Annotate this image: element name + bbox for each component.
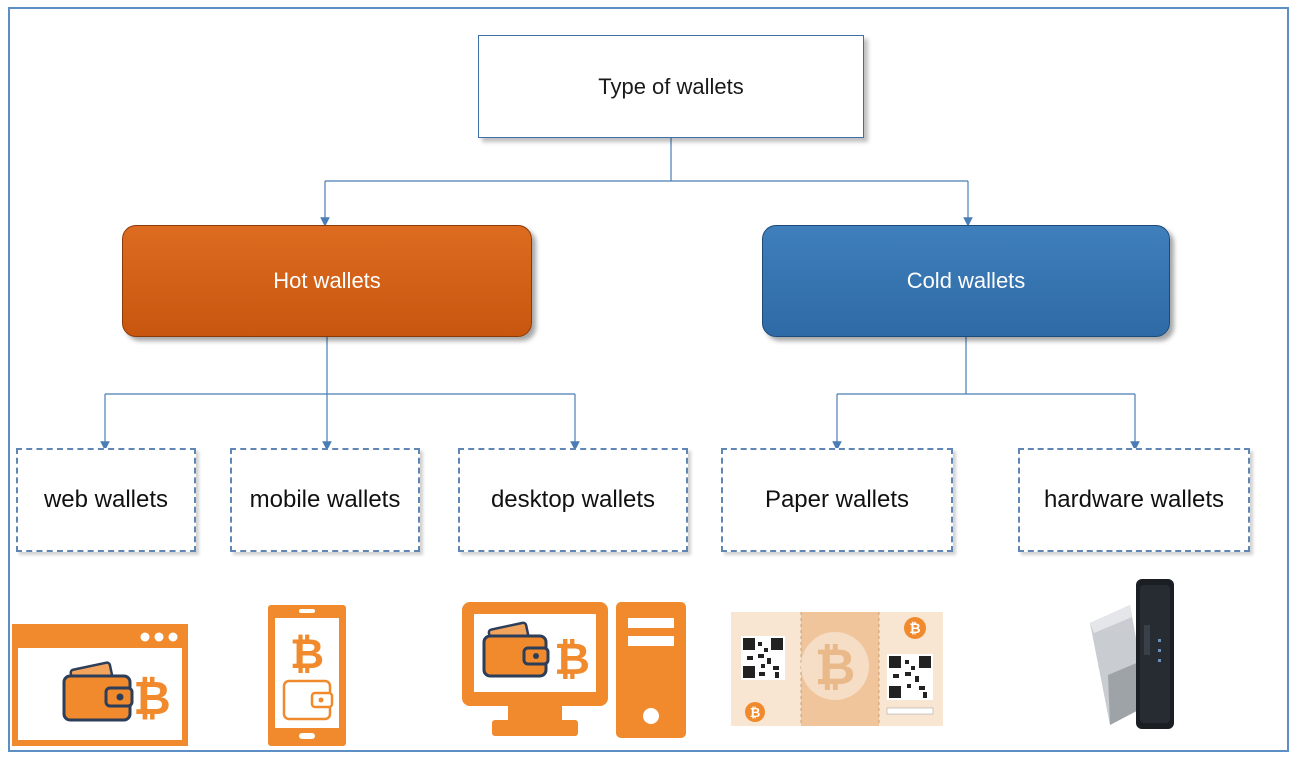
root-node: Type of wallets <box>478 35 864 138</box>
browser-wallet-bitcoin-icon: ₿ <box>12 624 188 746</box>
mobile-wallets-node: mobile wallets <box>230 448 420 552</box>
mobile-wallets-label: mobile wallets <box>249 486 401 513</box>
connector-root <box>325 138 968 182</box>
svg-text:₿: ₿ <box>554 635 590 684</box>
root-node-label: Type of wallets <box>598 73 744 99</box>
web-wallets-node: web wallets <box>16 448 196 552</box>
connector-hot-children <box>105 337 575 395</box>
paper-wallets-node: Paper wallets <box>721 448 953 552</box>
cold-wallets-label: Cold wallets <box>906 268 1026 293</box>
desktop-wallets-label: desktop wallets <box>490 486 656 513</box>
usb-hardware-wallet-image <box>1090 579 1174 729</box>
svg-text:₿: ₿ <box>290 630 324 677</box>
web-wallets-label: web wallets <box>43 486 169 513</box>
cold-wallets-node: Cold wallets <box>762 225 1170 337</box>
desktop-computer-wallet-bitcoin-icon: ₿ <box>462 602 686 738</box>
hot-wallets-node: Hot wallets <box>122 225 532 337</box>
connector-cold-children <box>837 337 1135 395</box>
hardware-wallets-node: hardware wallets <box>1018 448 1250 552</box>
hardware-wallets-label: hardware wallets <box>1043 486 1225 513</box>
hot-wallets-label: Hot wallets <box>273 268 381 293</box>
svg-text:₿: ₿ <box>815 639 856 695</box>
svg-text:₿: ₿ <box>909 620 920 636</box>
phone-wallet-bitcoin-icon: ₿ <box>268 605 346 746</box>
paper-wallet-qr-image: ₿ ₿ ₿ <box>731 612 943 726</box>
svg-text:₿: ₿ <box>750 705 761 720</box>
svg-text:₿: ₿ <box>133 672 171 724</box>
desktop-wallets-node: desktop wallets <box>458 448 688 552</box>
paper-wallets-label: Paper wallets <box>764 486 910 513</box>
